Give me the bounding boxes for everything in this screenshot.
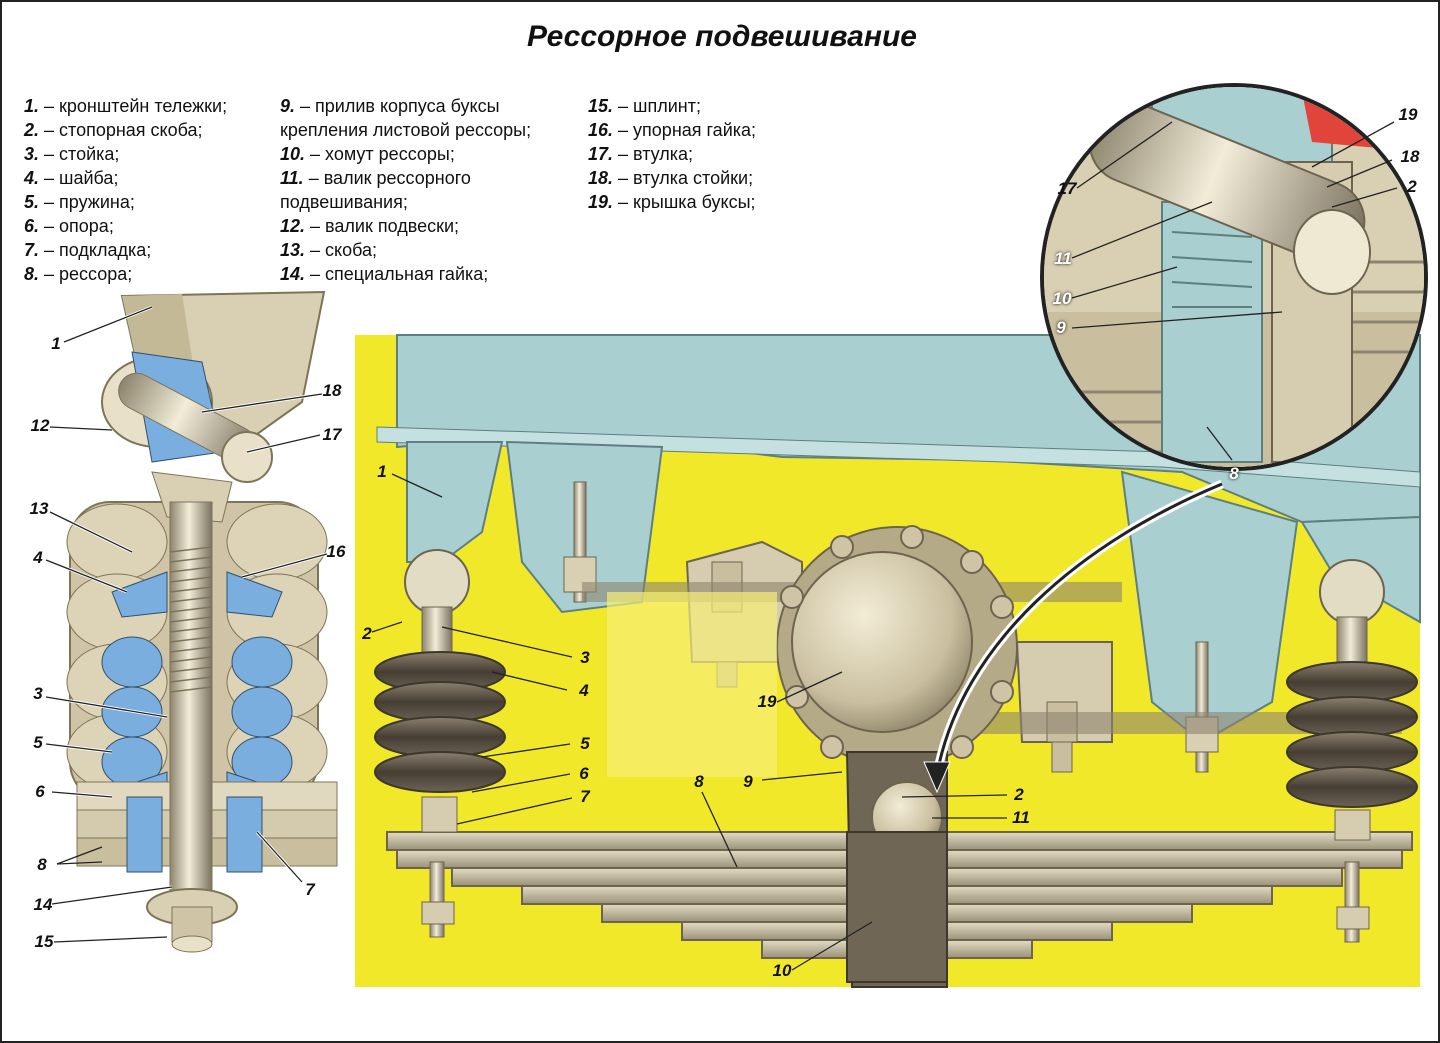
legend-item: 5. – пружина; <box>24 192 135 212</box>
callout-number: 5 <box>580 734 590 753</box>
callout-number: 8 <box>1229 464 1239 483</box>
callout-number: 10 <box>1052 289 1072 308</box>
callout-number: 12 <box>30 416 50 435</box>
legend-item: 14. – специальная гайка; <box>280 264 489 284</box>
callout-number: 17 <box>1057 179 1077 198</box>
detail-arrow <box>935 482 1223 775</box>
callout-number: 4 <box>579 681 589 700</box>
legend-item: 2. – стопорная скоба; <box>24 120 203 140</box>
legend-item: 6. – опора; <box>24 216 114 236</box>
callout-number: 8 <box>694 772 704 791</box>
legend-item: 10. – хомут рессоры; <box>280 144 455 164</box>
callout-number: 6 <box>35 782 45 801</box>
legend-item: 9. – прилив корпуса буксы <box>280 96 500 116</box>
callout-number: 9 <box>743 772 753 791</box>
callout-number: 4 <box>33 548 43 567</box>
legend-item: 3. – стойка; <box>24 144 120 164</box>
legend-item: 7. – подкладка; <box>24 240 152 260</box>
legend-item: 1. – кронштейн тележки; <box>24 96 228 116</box>
callout-number: 18 <box>322 381 342 400</box>
legend-item: крепления листовой рессоры; <box>280 120 532 140</box>
callout-number: 13 <box>29 499 49 518</box>
legend-column-2: 9. – прилив корпуса буксы крепления лист… <box>280 94 531 286</box>
section-view <box>24 290 352 987</box>
callout-number: 2 <box>1014 785 1024 804</box>
callout-number: 14 <box>33 895 53 914</box>
callout-number: 16 <box>326 542 346 561</box>
callout-number: 19 <box>1398 105 1418 124</box>
callout-number: 6 <box>579 764 589 783</box>
callout-number: 1 <box>377 462 387 481</box>
legend-item: 18. – втулка стойки; <box>588 168 754 188</box>
legend-item: подвешивания; <box>280 192 408 212</box>
callout-number: 3 <box>33 684 43 703</box>
callout-number: 17 <box>322 425 342 444</box>
legend-item: 19. – крышка буксы; <box>588 192 756 212</box>
legend-item: 16. – упорная гайка; <box>588 120 757 140</box>
callout-number: 2 <box>362 624 372 643</box>
callout-number: 9 <box>1056 318 1066 337</box>
callout-number: 2 <box>1407 177 1417 196</box>
detail-inset <box>1040 83 1428 471</box>
page-title: Рессорное подвешивание <box>527 20 917 53</box>
legend-item: 17. – втулка; <box>588 144 694 164</box>
legend-item: 15. – шплинт; <box>588 96 701 116</box>
callout-number: 18 <box>1400 147 1420 166</box>
legend-column-3: 15. – шплинт; 16. – упорная гайка; 17. –… <box>588 94 756 214</box>
callout-number: 8 <box>37 855 47 874</box>
callout-number: 19 <box>757 692 777 711</box>
legend-item: 11. – валик рессорного <box>280 168 471 188</box>
callout-number: 1 <box>51 334 61 353</box>
callout-number: 15 <box>34 932 54 951</box>
legend-item: 13. – скоба; <box>280 240 378 260</box>
legend-item: 8. – рессора; <box>24 264 133 284</box>
callout-number: 7 <box>580 787 590 806</box>
callout-number: 10 <box>772 961 792 980</box>
callout-number: 11 <box>1012 808 1030 827</box>
leader-lines <box>45 121 1398 971</box>
legend-column-1: 1. – кронштейн тележки; 2. – стопорная с… <box>24 94 227 286</box>
legend-item: 4. – шайба; <box>24 168 119 188</box>
callout-number: 3 <box>580 648 590 667</box>
legend-item: 12. – валик подвески; <box>280 216 460 236</box>
callout-number: 11 <box>1054 249 1072 268</box>
callout-number: 7 <box>305 880 315 899</box>
callout-number: 5 <box>33 733 43 752</box>
